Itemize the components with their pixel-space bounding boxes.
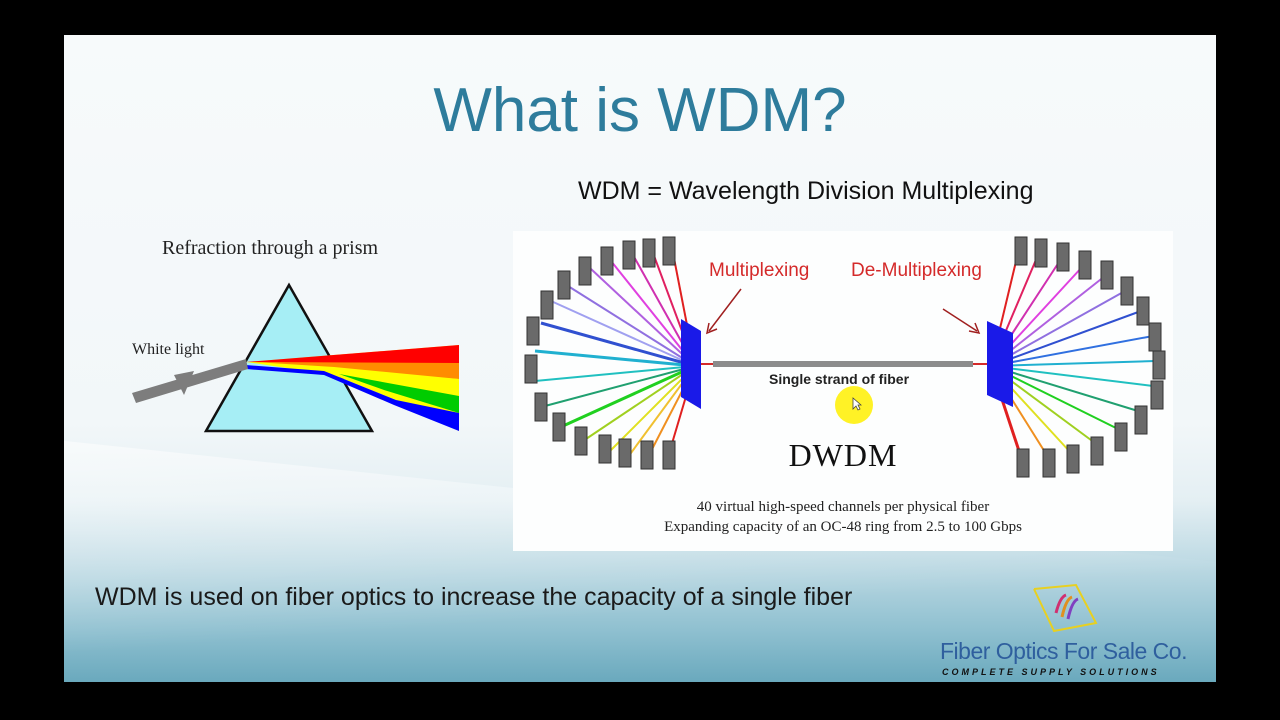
company-name: Fiber Optics For Sale Co.	[940, 638, 1187, 664]
dwdm-title: DWDM	[788, 437, 898, 473]
right-transceivers	[1014, 236, 1166, 478]
dwdm-diagram: Multiplexing De-Multiplexing Single stra…	[513, 231, 1173, 551]
company-tagline: COMPLETE SUPPLY SOLUTIONS	[942, 667, 1160, 677]
dwdm-caption-line2: Expanding capacity of an OC-48 ring from…	[664, 519, 1022, 535]
white-light-label: White light	[132, 341, 205, 358]
fiber-strand-label: Single strand of fiber	[769, 371, 910, 387]
slide: What is WDM? WDM = Wavelength Division M…	[64, 35, 1216, 682]
company-logo-icon	[1033, 583, 1098, 633]
slide-title: What is WDM?	[433, 76, 847, 145]
demux-fibers	[989, 252, 1156, 458]
dwdm-graphic	[524, 236, 1166, 478]
fiber-strand	[713, 361, 973, 367]
multiplexing-label: Multiplexing	[709, 260, 810, 281]
demultiplexing-label: De-Multiplexing	[851, 260, 982, 281]
slide-subtitle: WDM = Wavelength Division Multiplexing	[578, 177, 1034, 205]
prism-diagram	[132, 282, 459, 433]
mouse-cursor-icon	[852, 397, 862, 411]
bottom-statement: WDM is used on fiber optics to increase …	[95, 583, 853, 611]
dwdm-caption-line1: 40 virtual high-speed channels per physi…	[696, 499, 990, 515]
demux-prism	[987, 321, 1013, 407]
prism-caption: Refraction through a prism	[162, 237, 379, 259]
left-transceivers	[524, 236, 676, 470]
mux-prism	[681, 319, 701, 409]
